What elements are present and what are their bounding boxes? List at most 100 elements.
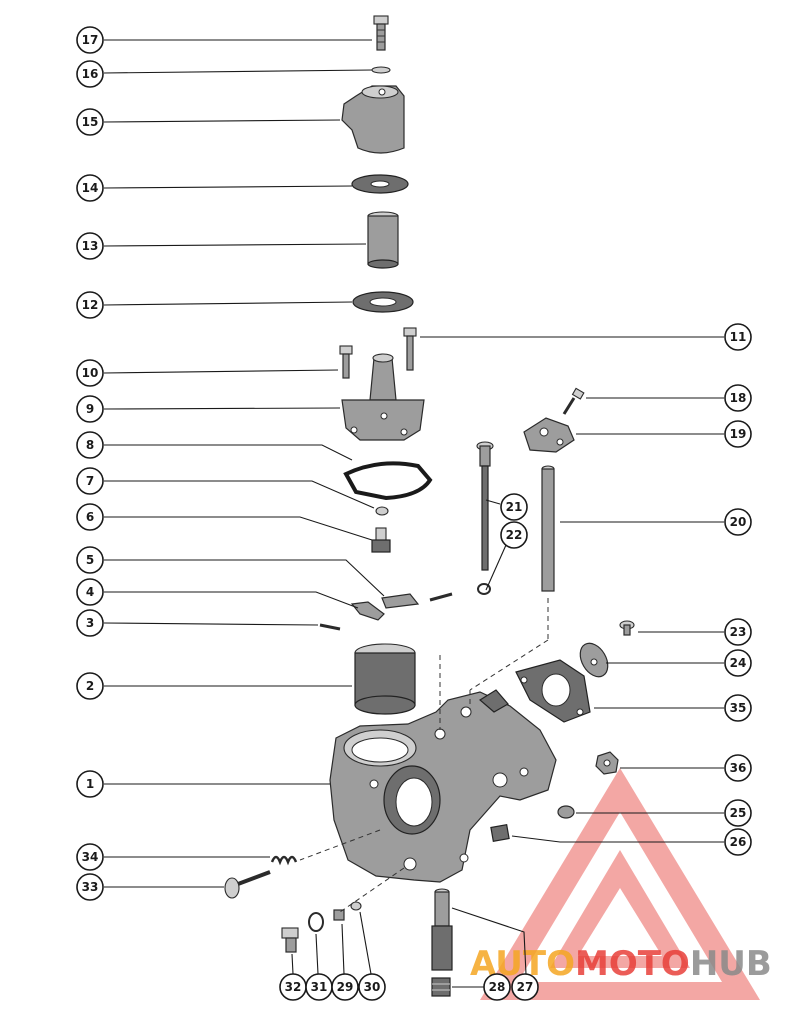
leader-lines [103, 39, 724, 988]
part-33-idle-screw [224, 870, 271, 899]
callout-15: 15 [76, 108, 104, 136]
part-10-screw [339, 345, 353, 379]
part-6-inlet-valve [371, 527, 391, 553]
callout-5: 5 [76, 546, 104, 574]
callout-10: 10 [76, 359, 104, 387]
callout-32: 32 [279, 973, 307, 1001]
callout-17: 17 [76, 26, 104, 54]
watermark-moto: MOTO [575, 944, 690, 984]
callout-21: 21 [500, 493, 528, 521]
svg-text:6: 6 [86, 510, 94, 524]
svg-text:8: 8 [86, 438, 94, 452]
svg-text:18: 18 [730, 391, 747, 405]
part-34-spring [270, 855, 298, 866]
callout-29: 29 [331, 973, 359, 1001]
part-17-screw [373, 15, 389, 51]
part-15-cover [341, 85, 405, 154]
svg-text:1: 1 [86, 777, 94, 791]
svg-text:22: 22 [506, 528, 523, 542]
watermark-logo [480, 768, 760, 1000]
part-4-float-lever [350, 601, 385, 621]
callout-13: 13 [76, 232, 104, 260]
callout-31: 31 [305, 973, 333, 1001]
assembly-lines [299, 598, 549, 913]
svg-text:27: 27 [517, 980, 534, 994]
svg-text:10: 10 [82, 366, 99, 380]
svg-text:13: 13 [82, 239, 99, 253]
svg-text:35: 35 [730, 701, 747, 715]
callout-23: 23 [724, 618, 752, 646]
part-32-drain-plug [281, 927, 299, 953]
svg-text:21: 21 [506, 500, 523, 514]
callout-19: 19 [724, 420, 752, 448]
part-36-nut [595, 751, 619, 775]
svg-text:19: 19 [730, 427, 747, 441]
callout-26: 26 [724, 828, 752, 856]
watermark-text: AUTOMOTOHUB [470, 944, 772, 984]
part-19-bracket [523, 417, 575, 453]
svg-text:20: 20 [730, 515, 747, 529]
callout-7: 7 [76, 467, 104, 495]
svg-text:25: 25 [730, 806, 747, 820]
callout-34: 34 [76, 843, 104, 871]
svg-text:28: 28 [489, 980, 506, 994]
part-11-screw [403, 327, 417, 371]
part-13-filter [367, 211, 399, 269]
svg-text:26: 26 [730, 835, 747, 849]
svg-text:23: 23 [730, 625, 747, 639]
svg-text:31: 31 [311, 980, 328, 994]
callout-28: 28 [483, 973, 511, 1001]
svg-text:2: 2 [86, 679, 94, 693]
part-5-float-arm [381, 593, 420, 609]
part-22-o-ring [477, 583, 491, 595]
svg-text:14: 14 [82, 181, 99, 195]
svg-text:12: 12 [82, 298, 99, 312]
part-35-flange-gasket [515, 659, 591, 723]
part-25-plug [557, 805, 575, 819]
part-18-screw [562, 387, 585, 415]
svg-text:4: 4 [86, 585, 94, 599]
part-28-jet [431, 977, 451, 997]
part-29-plug [333, 909, 345, 921]
callout-9: 9 [76, 395, 104, 423]
callout-1: 1 [76, 770, 104, 798]
part-3-float-pin [319, 623, 341, 631]
part-30-washer [350, 901, 362, 911]
svg-text:9: 9 [86, 402, 94, 416]
callout-3: 3 [76, 609, 104, 637]
svg-text:16: 16 [82, 67, 99, 81]
callout-14: 14 [76, 174, 104, 202]
part-pin [429, 592, 453, 602]
callout-16: 16 [76, 60, 104, 88]
part-1-carburetor-body [329, 689, 557, 883]
callout-20: 20 [724, 508, 752, 536]
svg-text:34: 34 [82, 850, 99, 864]
callout-24: 24 [724, 649, 752, 677]
callout-6: 6 [76, 503, 104, 531]
svg-text:15: 15 [82, 115, 99, 129]
svg-text:33: 33 [82, 880, 99, 894]
callout-8: 8 [76, 431, 104, 459]
part-21-rod [476, 441, 494, 571]
callout-22: 22 [500, 521, 528, 549]
part-2-float [354, 643, 416, 715]
svg-text:30: 30 [364, 980, 381, 994]
watermark-hub: HUB [690, 944, 772, 984]
part-24-throttle-plate [579, 642, 609, 678]
callout-25: 25 [724, 799, 752, 827]
svg-text:11: 11 [730, 330, 747, 344]
svg-text:24: 24 [730, 656, 747, 670]
svg-text:17: 17 [82, 33, 99, 47]
part-7-washer [375, 506, 389, 516]
callout-36: 36 [724, 754, 752, 782]
callout-30: 30 [358, 973, 386, 1001]
callout-12: 12 [76, 291, 104, 319]
part-12-gasket [352, 291, 414, 313]
callout-33: 33 [76, 873, 104, 901]
svg-text:29: 29 [337, 980, 354, 994]
svg-text:32: 32 [285, 980, 302, 994]
part-27-nozzle [431, 888, 453, 971]
part-14-gasket [351, 174, 409, 194]
svg-text:5: 5 [86, 553, 94, 567]
